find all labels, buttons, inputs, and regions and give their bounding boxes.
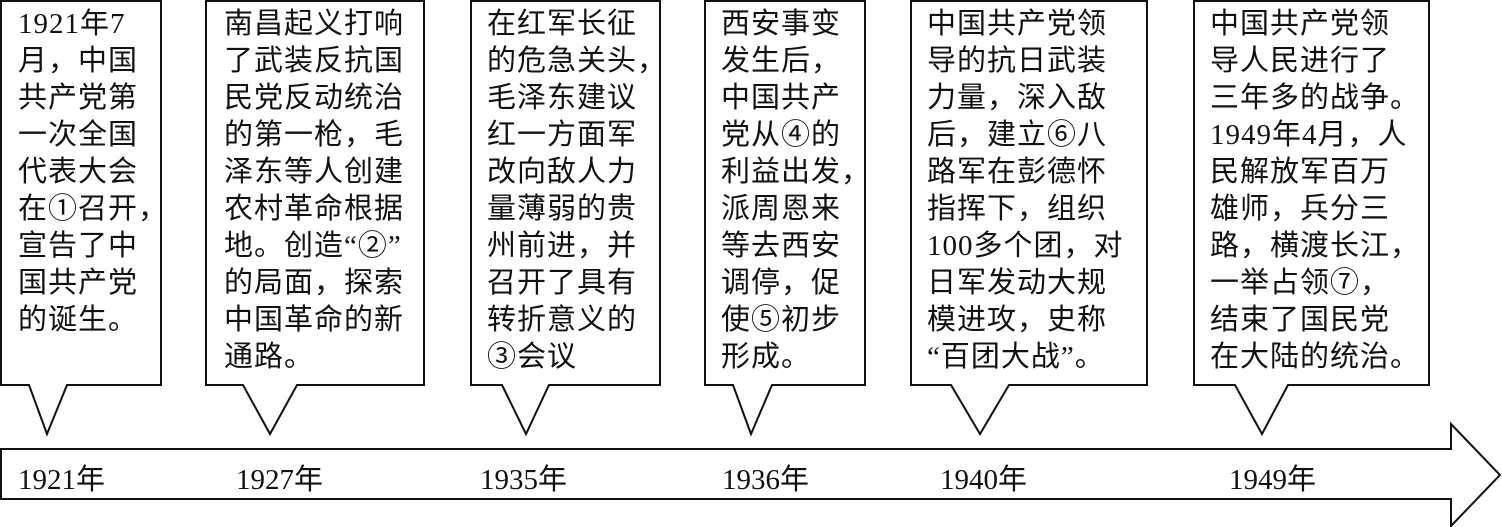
callout-text-line: 利益出发， — [721, 156, 872, 188]
callout-text-line: 改向敌人力 — [487, 156, 638, 188]
callout-box — [1193, 0, 1430, 437]
callout-text-line: 在大陆的统治。 — [1210, 341, 1421, 373]
callout-text-line: 通路。 — [224, 341, 315, 373]
callout-text-line: 月，中国 — [18, 45, 139, 77]
callout-text-line: 西安事变 — [721, 8, 842, 40]
callout-text-line: 在红军长征 — [487, 8, 638, 40]
callout-text-line: 形成。 — [721, 341, 812, 373]
callout-text-line: 1949年4月，人 — [1210, 119, 1408, 151]
callout-text-line: 召开了具有 — [487, 267, 638, 299]
callout-text-line: 中国共产 — [721, 82, 842, 114]
callout-box — [470, 0, 661, 437]
callout-text-line: 南昌起义打响 — [224, 8, 405, 40]
callout-text-line: 雄师，兵分三 — [1210, 193, 1391, 225]
callout-box — [704, 0, 866, 437]
callout-text-line: 路，横渡长江， — [1210, 230, 1421, 262]
callout-text-line: 日军发动大规 — [927, 267, 1108, 299]
callout-text-line: 一举占领⑦， — [1210, 267, 1391, 299]
callout-text-line: 州前进，并 — [487, 230, 638, 262]
callout-text-line: 转折意义的 — [487, 304, 638, 336]
year-label: 1921年 — [18, 464, 106, 496]
callout-text-line: 导人民进行了 — [1210, 45, 1391, 77]
callout-text-line: 一次全国 — [18, 119, 139, 151]
callout-text-line: 100多个团，对 — [927, 230, 1124, 262]
callout-text-line: 中国共产党领 — [1210, 8, 1391, 40]
callout-text-line: 发生后， — [721, 45, 842, 77]
callout-text-line: 结束了国民党 — [1210, 304, 1391, 336]
year-label: 1940年 — [940, 464, 1028, 496]
callout-text-line: 指挥下，组织 — [927, 193, 1108, 225]
callout-text-line: 宣告了中 — [18, 230, 139, 262]
callout-text-line: 中国共产党领 — [927, 8, 1108, 40]
callout-text-line: “百团大战”。 — [927, 341, 1105, 373]
callout-text-line: 的诞生。 — [18, 304, 139, 336]
callout-text-line: 了武装反抗国 — [224, 45, 405, 77]
callout-text-line: 模进攻，史称 — [927, 304, 1108, 336]
callout-text-line: 在①召开， — [18, 193, 169, 225]
callout-box — [0, 0, 162, 437]
timeline-arrow — [0, 421, 1502, 527]
callout-box — [205, 0, 425, 437]
callout-text-line: 国共产党 — [18, 267, 139, 299]
callout-text-line: 路军在彭德怀 — [927, 156, 1108, 188]
callout-text-line: 的局面，探索 — [224, 267, 405, 299]
callout-text-line: 的危急关头， — [487, 45, 668, 77]
callout-text-line: 后，建立⑥八 — [927, 119, 1108, 151]
callout-text-line: 代表大会 — [18, 156, 139, 188]
callout-text-line: 导的抗日武装 — [927, 45, 1108, 77]
year-label: 1935年 — [480, 464, 568, 496]
callout-text-line: 地。创造“②” — [224, 230, 402, 262]
callout-text-line: 民解放军百万 — [1210, 156, 1391, 188]
callout-text-line: 民党反动统治 — [224, 82, 405, 114]
callout-text-line: 党从④的 — [721, 119, 842, 151]
callout-text-line: ③会议 — [487, 341, 578, 373]
callout-text-line: 派周恩来 — [721, 193, 842, 225]
callout-text-line: 的第一枪，毛 — [224, 119, 405, 151]
year-label: 1936年 — [722, 464, 810, 496]
callout-text-line: 共产党第 — [18, 82, 139, 114]
callout-text-line: 三年多的战争。 — [1210, 82, 1421, 114]
callout-text-line: 红一方面军 — [487, 119, 638, 151]
callout-text-line: 泽东等人创建 — [224, 156, 405, 188]
year-label: 1949年 — [1229, 464, 1317, 496]
callout-text-line: 力量，深入敌 — [927, 82, 1108, 114]
callout-box — [910, 0, 1148, 436]
callout-text-line: 等去西安 — [721, 230, 842, 262]
callout-text-line: 1921年7 — [18, 8, 126, 40]
callout-text-line: 中国革命的新 — [224, 304, 405, 336]
callout-text-line: 调停，促 — [721, 267, 842, 299]
year-label: 1927年 — [236, 464, 324, 496]
callout-text-line: 农村革命根据 — [224, 193, 405, 225]
callout-text-line: 量薄弱的贵 — [487, 193, 638, 225]
callout-text-line: 使⑤初步 — [721, 304, 842, 336]
callout-text-line: 毛泽东建议 — [487, 82, 638, 114]
